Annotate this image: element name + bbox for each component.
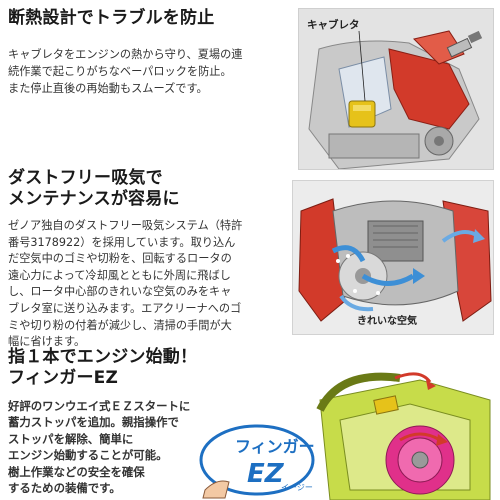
text-line: するための装備です。 <box>8 481 121 496</box>
carburetor-label: キャブレタ <box>307 19 360 31</box>
text-line: ストッパを解除、簡単に <box>8 431 134 446</box>
starter-illustration <box>300 360 494 500</box>
text-line: 続作業で起こりがちなベーパロックを防止。 <box>8 65 232 78</box>
feature-finger-ez-start: 指１本でエンジン始動！ フィンガーEZ 好評のワンウエイ式ＥＺスタートに 蓄力ス… <box>0 340 500 500</box>
heading-line: フィンガーEZ <box>8 368 118 388</box>
text-line: エンジン始動することが可能。 <box>8 448 168 463</box>
text-line: キャブレタをエンジンの熱から守り、夏場の連 <box>8 48 243 61</box>
text-line: ブレタ室に送り込みます。エアクリーナへのゴ <box>8 301 242 315</box>
heading-line: ダストフリー吸気で <box>8 168 163 188</box>
text-line: また停止直後の再始動もスムーズです。 <box>8 82 208 95</box>
text-line: 好評のワンウエイ式ＥＺスタートに <box>8 399 191 413</box>
finger-ez-logo: フィンガー EZ イージー <box>199 424 315 499</box>
logo-sub-text: イージー <box>281 483 313 492</box>
text-line: ミや切り粉の付着が減少し、清掃の手間が大 <box>8 318 232 332</box>
intake-cutaway-graphic <box>293 181 493 334</box>
text-line: だ空気中のゴミや切粉を、回転するロータの <box>8 252 232 266</box>
text-line: 樹上作業などの安全を確保 <box>8 464 145 479</box>
clean-air-label: きれいな空気 <box>357 316 417 327</box>
logo-ez-text: EZ <box>247 459 285 489</box>
airflow-illustration: きれいな空気 <box>292 180 494 335</box>
section-description: ゼノア独自のダストフリー吸気システム（特許 番号3178922）を採用しています… <box>8 218 288 351</box>
logo-main-text: フィンガー <box>235 437 315 456</box>
text-line: し、ロータ中心部のきれいな空気のみをキャ <box>8 285 232 299</box>
text-line: ゼノア独自のダストフリー吸気システム（特許 <box>8 219 243 232</box>
feature-dust-free-intake: ダストフリー吸気で メンテナンスが容易に ゼノア独自のダストフリー吸気システム（… <box>0 160 500 348</box>
section-heading: ダストフリー吸気で メンテナンスが容易に <box>8 168 180 210</box>
text-line: 蓄力ストッパを追加。親指操作で <box>8 415 179 430</box>
section-description: 好評のワンウエイ式ＥＺスタートに 蓄力ストッパを追加。親指操作で ストッパを解除… <box>8 398 213 496</box>
feature-heat-insulation: 断熱設計でトラブルを防止 キャブレタをエンジンの熱から守り、夏場の連 続作業で起… <box>0 0 500 170</box>
section-description: キャブレタをエンジンの熱から守り、夏場の連 続作業で起こりがちなベーパロックを防… <box>8 46 290 97</box>
carburetor-illustration: キャブレタ <box>298 8 494 170</box>
text-line: 幅に省けます。 <box>8 335 86 349</box>
section-heading: 指１本でエンジン始動！ フィンガーEZ <box>8 347 197 389</box>
engine-cutaway-graphic <box>299 9 493 169</box>
heading-line: 指１本でエンジン始動！ <box>8 347 198 367</box>
text-line: 遠心力によって冷却風とともに外周に飛ばし <box>8 268 231 282</box>
heading-line: メンテナンスが容易に <box>8 189 180 209</box>
chainsaw-starter-graphic <box>300 360 494 500</box>
section-heading: 断熱設計でトラブルを防止 <box>8 8 215 28</box>
text-line: 番号3178922）を採用しています。取り込ん <box>8 235 236 249</box>
